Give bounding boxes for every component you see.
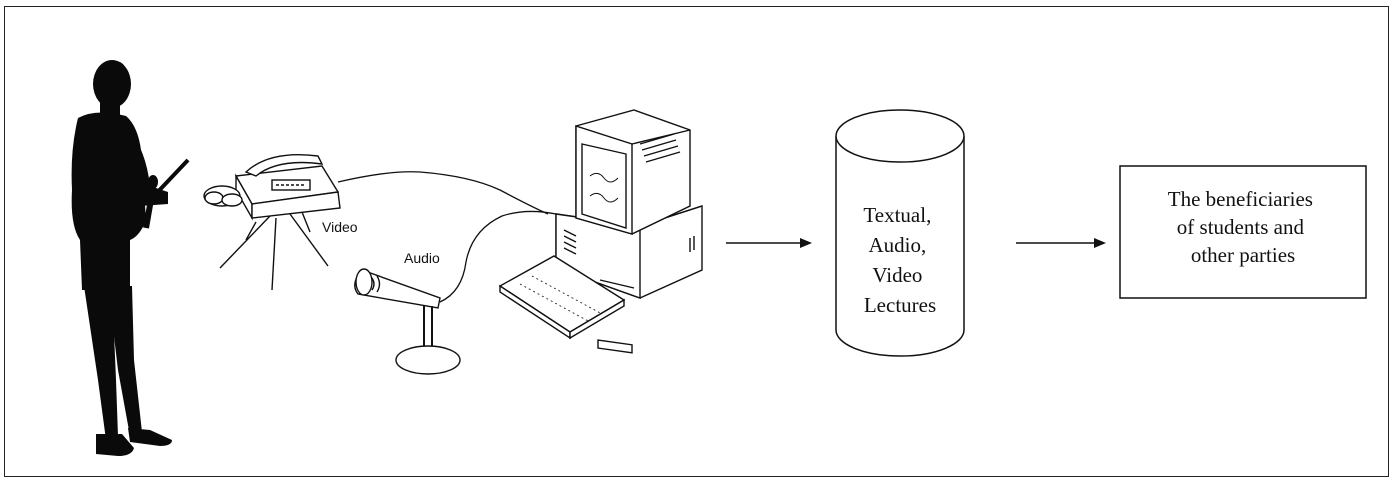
storage-line-2: Audio, xyxy=(869,233,927,257)
beneficiaries-line-2: of students and xyxy=(1177,215,1305,239)
beneficiaries-line-3: other parties xyxy=(1191,243,1295,267)
video-camera-icon xyxy=(203,154,341,291)
storage-line-3: Video xyxy=(872,263,922,287)
pointer-stick xyxy=(150,158,190,200)
lecture-storage-cylinder xyxy=(835,109,965,357)
audio-label: Audio xyxy=(404,250,440,266)
storage-text: Textual, Audio, Video Lectures xyxy=(863,203,936,317)
video-cable xyxy=(337,171,549,215)
storage-line-4: Lectures xyxy=(864,293,936,317)
beneficiaries-line-1: The beneficiaries xyxy=(1168,187,1313,211)
presenter-silhouette xyxy=(71,60,172,456)
audio-cable xyxy=(439,210,557,303)
beneficiaries-text: The beneficiaries of students and other … xyxy=(1168,187,1318,267)
computer-icon xyxy=(498,109,703,354)
video-label: Video xyxy=(322,219,358,235)
beneficiaries-box xyxy=(1119,165,1367,299)
microphone-icon xyxy=(354,268,461,375)
storage-line-1: Textual, xyxy=(863,203,931,227)
handheld-mic-icon xyxy=(143,175,158,229)
